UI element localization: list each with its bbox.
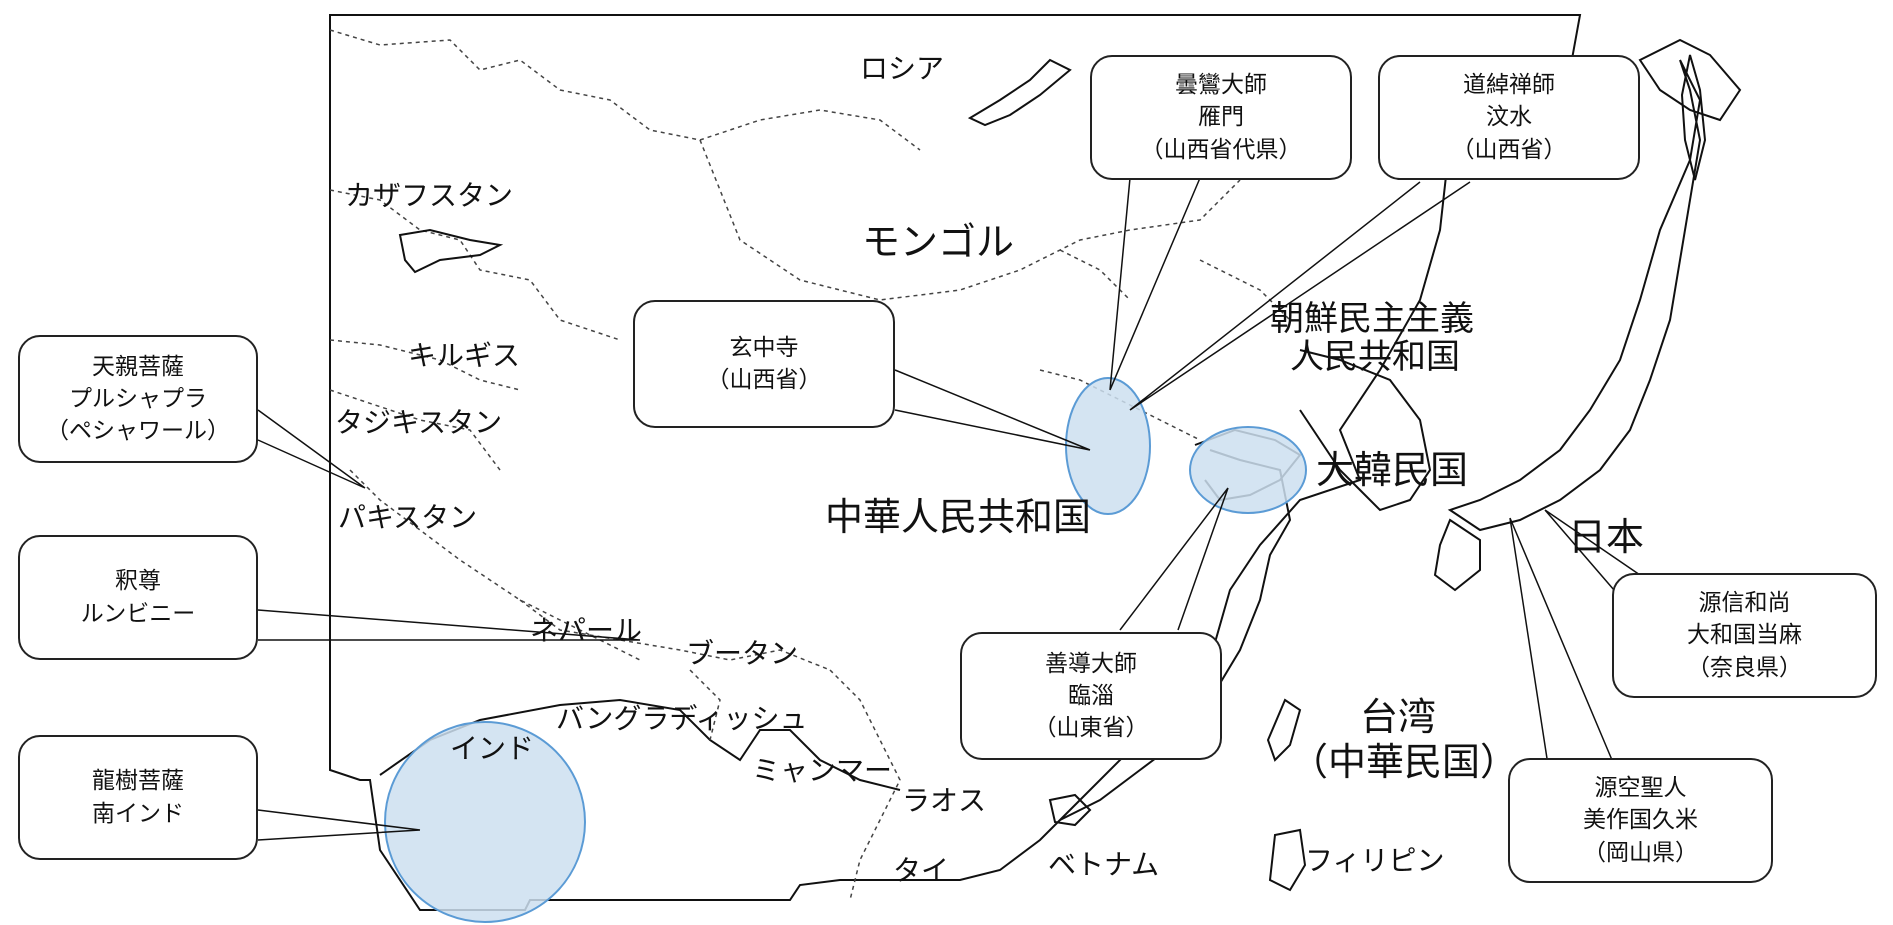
japan-hokkaido [1638, 38, 1742, 122]
callout-honen-line3: （岡山県） [1583, 839, 1698, 866]
callout-daochuo: 道綽禅師 汶水 （山西省） [1378, 55, 1640, 180]
callout-shakyamuni-line2: ルンビニー [80, 600, 196, 627]
pointer-genshin [1544, 509, 1641, 591]
label-north-korea-line2: 人民共和国 [1290, 337, 1460, 377]
pointer-shandao [1119, 487, 1229, 631]
hainan-island [1048, 793, 1092, 827]
japan-honshu [1447, 59, 1702, 532]
label-china: 中華人民共和国 [825, 495, 1091, 539]
label-myanmar: ミャンマー [752, 754, 892, 787]
label-philippines: フィリピン [1305, 844, 1444, 877]
callout-tanluan-line3: （山西省代県） [1140, 136, 1302, 163]
korea-peninsula [1299, 349, 1432, 512]
callout-xuanzhong-line2: （山西省） [706, 367, 822, 393]
pointer-daochuo [1129, 181, 1471, 411]
callout-tanluan-line1: 曇鸞大師 [1175, 72, 1267, 99]
label-kyrgyzstan: キルギス [408, 339, 520, 372]
sakhalin-island [1680, 54, 1707, 181]
callout-daochuo-line3: （山西省） [1451, 136, 1567, 163]
label-mongolia: モンゴル [862, 220, 1014, 264]
callout-shakyamuni-line1: 釈尊 [115, 568, 161, 595]
pointer-vasubandhu [257, 409, 366, 489]
callout-shakyamuni: 釈尊 ルンビニー [18, 535, 258, 660]
label-nepal: ネパール [530, 614, 642, 647]
label-bhutan: ブータン [686, 637, 798, 670]
pointer-nagarjuna [257, 809, 421, 841]
callout-vasubandhu-line3: （ペシャワール） [46, 418, 230, 445]
label-laos: ラオス [902, 784, 986, 817]
callout-nagarjuna-line1: 龍樹菩薩 [92, 768, 184, 795]
callout-shandao-line3: （山東省） [1033, 715, 1149, 742]
label-north-korea-line1: 朝鮮民主主義 [1270, 299, 1474, 339]
callout-shandao-line2: 臨淄 [1068, 682, 1114, 709]
callout-shandao: 善導大師 臨淄 （山東省） [960, 632, 1222, 760]
taiwan-island [1266, 698, 1302, 762]
label-thailand: タイ [893, 854, 949, 887]
callout-xuanzhong: 玄中寺 （山西省） [633, 300, 895, 428]
callout-genshin: 源信和尚 大和国当麻 （奈良県） [1612, 573, 1877, 698]
label-taiwan-line2: （中華民国） [1290, 740, 1518, 784]
lake-baikal [967, 58, 1072, 127]
pointer-honen [1509, 517, 1613, 766]
label-south-korea: 大韓民国 [1316, 448, 1468, 492]
callout-genshin-line2: 大和国当麻 [1687, 622, 1802, 649]
callout-pointers [257, 177, 1641, 841]
lake-balkhash [398, 228, 504, 274]
label-vietnam: ベトナム [1048, 848, 1159, 881]
pointer-tanluan [1109, 177, 1201, 391]
highlight-zones [384, 377, 1307, 923]
callout-nagarjuna: 龍樹菩薩 南インド [18, 735, 258, 860]
label-taiwan-line1: 台湾 [1360, 695, 1436, 739]
country-labels: ロシア カザフスタン モンゴル キルギス タジキスタン パキスタン 中華人民共和… [335, 52, 1644, 887]
callout-xuanzhong-line1: 玄中寺 [729, 334, 799, 361]
callout-genshin-line1: 源信和尚 [1698, 590, 1791, 617]
callout-tanluan: 曇鸞大師 雁門 （山西省代県） [1090, 55, 1352, 180]
label-bangladesh: バングラディッシュ [556, 702, 807, 735]
callout-vasubandhu-line2: プルシャプラ [69, 385, 207, 412]
pointer-xuanzhong [894, 369, 1091, 451]
highlight-south-india [384, 721, 586, 923]
callout-daochuo-line1: 道綽禅師 [1463, 72, 1555, 99]
callout-shandao-line1: 善導大師 [1045, 650, 1137, 677]
label-japan: 日本 [1568, 515, 1644, 559]
callout-vasubandhu-line1: 天親菩薩 [92, 353, 184, 380]
highlight-shanxi [1065, 377, 1151, 515]
label-kazakhstan: カザフスタン [345, 179, 513, 212]
callout-vasubandhu: 天親菩薩 プルシャプラ （ペシャワール） [18, 335, 258, 463]
pointer-shakyamuni [257, 609, 641, 641]
label-pakistan: パキスタン [338, 501, 477, 534]
callout-nagarjuna-line2: 南インド [92, 800, 184, 827]
philippines-island [1268, 828, 1307, 892]
callout-honen-line1: 源空聖人 [1594, 775, 1687, 802]
callout-tanluan-line2: 雁門 [1198, 104, 1244, 131]
callout-honen: 源空聖人 美作国久米 （岡山県） [1508, 758, 1773, 883]
label-tajikistan: タジキスタン [335, 406, 502, 439]
label-india: インド [450, 732, 534, 765]
callout-genshin-line3: （奈良県） [1687, 654, 1802, 681]
japan-kyushu [1433, 518, 1481, 592]
label-russia: ロシア [860, 52, 944, 85]
callout-honen-line2: 美作国久米 [1583, 807, 1698, 834]
highlight-shandong [1189, 426, 1307, 514]
callout-daochuo-line2: 汶水 [1486, 104, 1532, 131]
